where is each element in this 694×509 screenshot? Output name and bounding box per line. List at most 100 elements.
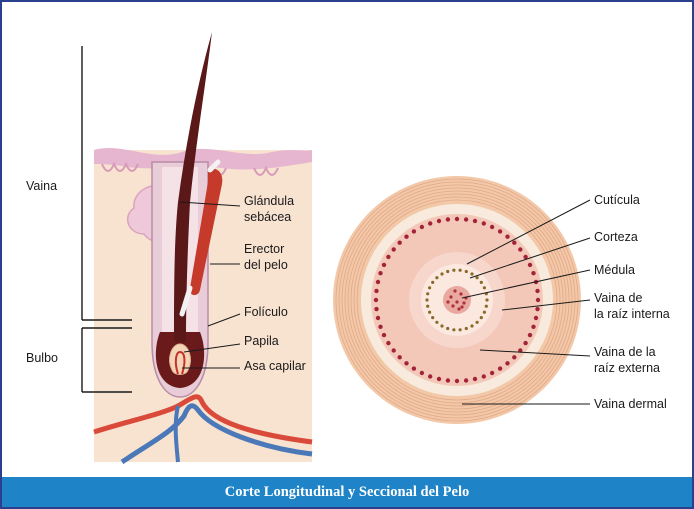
outer-sheath-dot — [428, 221, 432, 225]
label-corteza: Corteza — [594, 230, 638, 244]
longitudinal-section: Vaina Bulbo Glándula sebácea Erector del… — [26, 32, 312, 462]
label-erector-line2: del pelo — [244, 258, 288, 272]
outer-sheath-dot — [392, 348, 396, 352]
cuticle-dot — [485, 298, 488, 301]
outer-sheath-dot — [534, 316, 538, 320]
medulla-dot — [446, 300, 449, 303]
cuticle-dot — [452, 269, 455, 272]
cuticle-dot — [452, 328, 455, 331]
cuticle-dot — [480, 281, 483, 284]
cuticle-dot — [425, 298, 428, 301]
outer-sheath-dot — [498, 229, 502, 233]
label-bulbo: Bulbo — [26, 351, 58, 365]
cuticle-dot — [431, 316, 434, 319]
outer-sheath-dot — [398, 355, 402, 359]
cuticle-dot — [459, 269, 462, 272]
outer-sheath-dot — [512, 241, 516, 245]
outer-sheath-dot — [528, 263, 532, 267]
medulla-dot — [455, 300, 458, 303]
label-foliculo: Folículo — [244, 305, 288, 319]
cuticle-dot — [485, 305, 488, 308]
outer-sheath-dot — [455, 379, 459, 383]
label-erector-line1: Erector — [244, 242, 284, 256]
outer-sheath-dot — [528, 333, 532, 337]
medulla-dot — [460, 305, 463, 308]
cuticle-dot — [431, 281, 434, 284]
outer-sheath-dot — [518, 247, 522, 251]
label-vaina: Vaina — [26, 179, 57, 193]
outer-sheath-dot — [374, 298, 378, 302]
outer-sheath-dot — [536, 298, 540, 302]
cuticle-dot — [426, 292, 429, 295]
vessel-branch — [176, 406, 178, 462]
label-papila: Papila — [244, 334, 279, 348]
outer-sheath-dot — [428, 374, 432, 378]
label-vaina-dermal: Vaina dermal — [594, 397, 667, 411]
outer-sheath-dot — [523, 341, 527, 345]
cuticle-dot — [476, 276, 479, 279]
outer-sheath-dot — [464, 378, 468, 382]
outer-sheath-dot — [374, 307, 378, 311]
label-glandula-line2: sebácea — [244, 210, 291, 224]
outer-sheath-dot — [437, 219, 441, 223]
outer-sheath-dot — [531, 325, 535, 329]
outer-sheath-dot — [455, 217, 459, 221]
outer-sheath-dot — [505, 361, 509, 365]
cuticle-dot — [428, 311, 431, 314]
outer-sheath-dot — [398, 241, 402, 245]
dermal-papilla — [170, 344, 191, 375]
outer-sheath-dot — [437, 377, 441, 381]
outer-sheath-dot — [473, 377, 477, 381]
hair-illustration: Vaina Bulbo Glándula sebácea Erector del… — [2, 2, 692, 477]
cuticle-dot — [465, 270, 468, 273]
figure-caption: Corte Longitudinal y Seccional del Pelo — [2, 477, 692, 507]
outer-sheath-dot — [386, 341, 390, 345]
label-vaina-interna-line1: Vaina de — [594, 291, 642, 305]
cuticle-dot — [440, 272, 443, 275]
cuticle-dot — [446, 270, 449, 273]
outer-sheath-dot — [412, 366, 416, 370]
cuticle-dot — [483, 286, 486, 289]
outer-sheath-dot — [378, 271, 382, 275]
cuticle-dot — [459, 328, 462, 331]
medulla-dot — [462, 301, 465, 304]
label-asa-capilar: Asa capilar — [244, 359, 306, 373]
outer-sheath-dot — [482, 374, 486, 378]
cross-section: Cutícula Corteza Médula Vaina de la raíz… — [333, 176, 670, 424]
outer-sheath-dot — [498, 366, 502, 370]
outer-sheath-dot — [464, 217, 468, 221]
cuticle-dot — [465, 327, 468, 330]
outer-sheath-dot — [490, 225, 494, 229]
label-vaina-externa-line2: raíz externa — [594, 361, 660, 375]
label-glandula-line1: Glándula — [244, 194, 294, 208]
outer-sheath-dot — [376, 280, 380, 284]
cuticle-dot — [435, 321, 438, 324]
medulla — [443, 286, 471, 314]
cuticle-dot — [470, 324, 473, 327]
outer-sheath-dot — [374, 289, 378, 293]
outer-sheath-dot — [535, 289, 539, 293]
label-vaina-externa-line1: Vaina de la — [594, 345, 656, 359]
outer-sheath-dot — [482, 221, 486, 225]
label-medula: Médula — [594, 263, 635, 277]
cuticle-dot — [476, 321, 479, 324]
cuticle-dot — [446, 327, 449, 330]
medulla-dot — [449, 295, 452, 298]
outer-sheath-dot — [512, 355, 516, 359]
outer-sheath-dot — [490, 371, 494, 375]
cuticle-dot — [426, 305, 429, 308]
label-cuticula: Cutícula — [594, 193, 640, 207]
outer-sheath-dot — [446, 378, 450, 382]
cuticle-dot — [428, 286, 431, 289]
outer-sheath-dot — [376, 316, 380, 320]
medulla-dot — [453, 289, 456, 292]
outer-sheath-dot — [531, 271, 535, 275]
medulla-dot — [459, 292, 462, 295]
outer-sheath-dot — [404, 235, 408, 239]
outer-sheath-dot — [382, 263, 386, 267]
outer-sheath-dot — [392, 247, 396, 251]
outer-sheath-dot — [420, 371, 424, 375]
outer-sheath-dot — [420, 225, 424, 229]
label-vaina-interna-line2: la raíz interna — [594, 307, 670, 321]
